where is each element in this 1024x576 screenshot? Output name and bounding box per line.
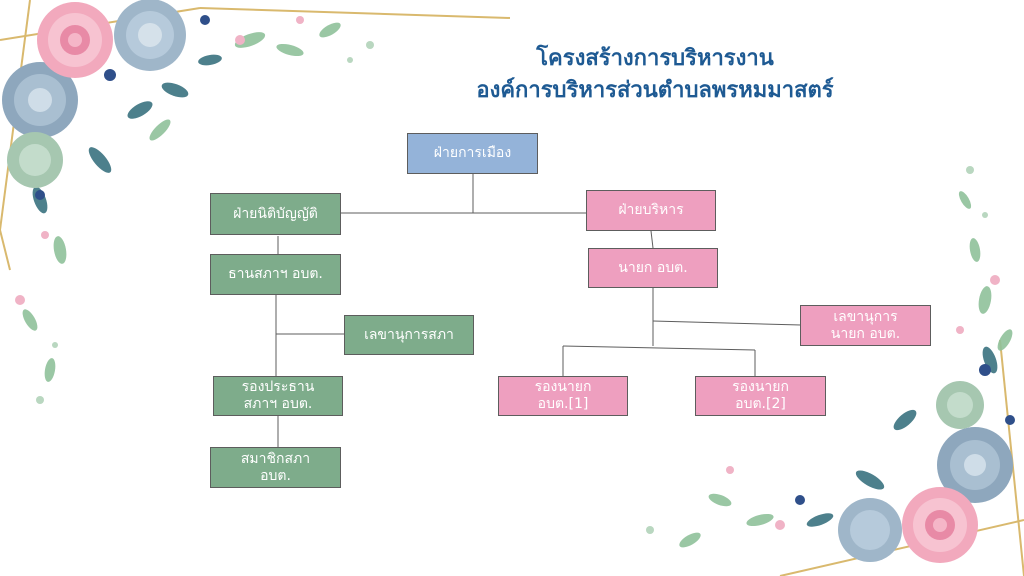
mayor-secretary-box: เลขานุการ นายก อบต.: [800, 305, 931, 346]
council-chair-box: ธานสภาฯ อบต.: [210, 254, 341, 295]
council-vice-chair-box: รองประธาน สภาฯ อบต.: [213, 376, 343, 416]
vice-mayor-2-box: รองนายก อบต.[2]: [695, 376, 826, 416]
connector-vice-mayors: [562, 345, 756, 351]
chart-title-line-1: โครงสร้างการบริหารงาน: [536, 46, 774, 71]
executive-box: ฝ่ายบริหาร: [586, 190, 716, 231]
politics-box: ฝ่ายการเมือง: [407, 133, 538, 174]
legislative-box: ฝ่ายนิติบัญญัติ: [210, 193, 341, 235]
mayor-box: นายก อบต.: [588, 248, 718, 288]
vice-mayor-1-box: รองนายก อบต.[1]: [498, 376, 628, 416]
council-member-box: สมาชิกสภา อบต.: [210, 447, 341, 488]
flowers-top-left: [2, 0, 374, 404]
connector-mayor-secretary: [652, 320, 802, 326]
flowers-bottom-right: [646, 166, 1015, 563]
council-secretary-box: เลขานุการสภา: [344, 315, 474, 355]
chart-title-line-2: องค์การบริหารส่วนตำบลพรหมมาสตร์: [476, 78, 834, 103]
connector-executive-mayor: [650, 230, 654, 249]
